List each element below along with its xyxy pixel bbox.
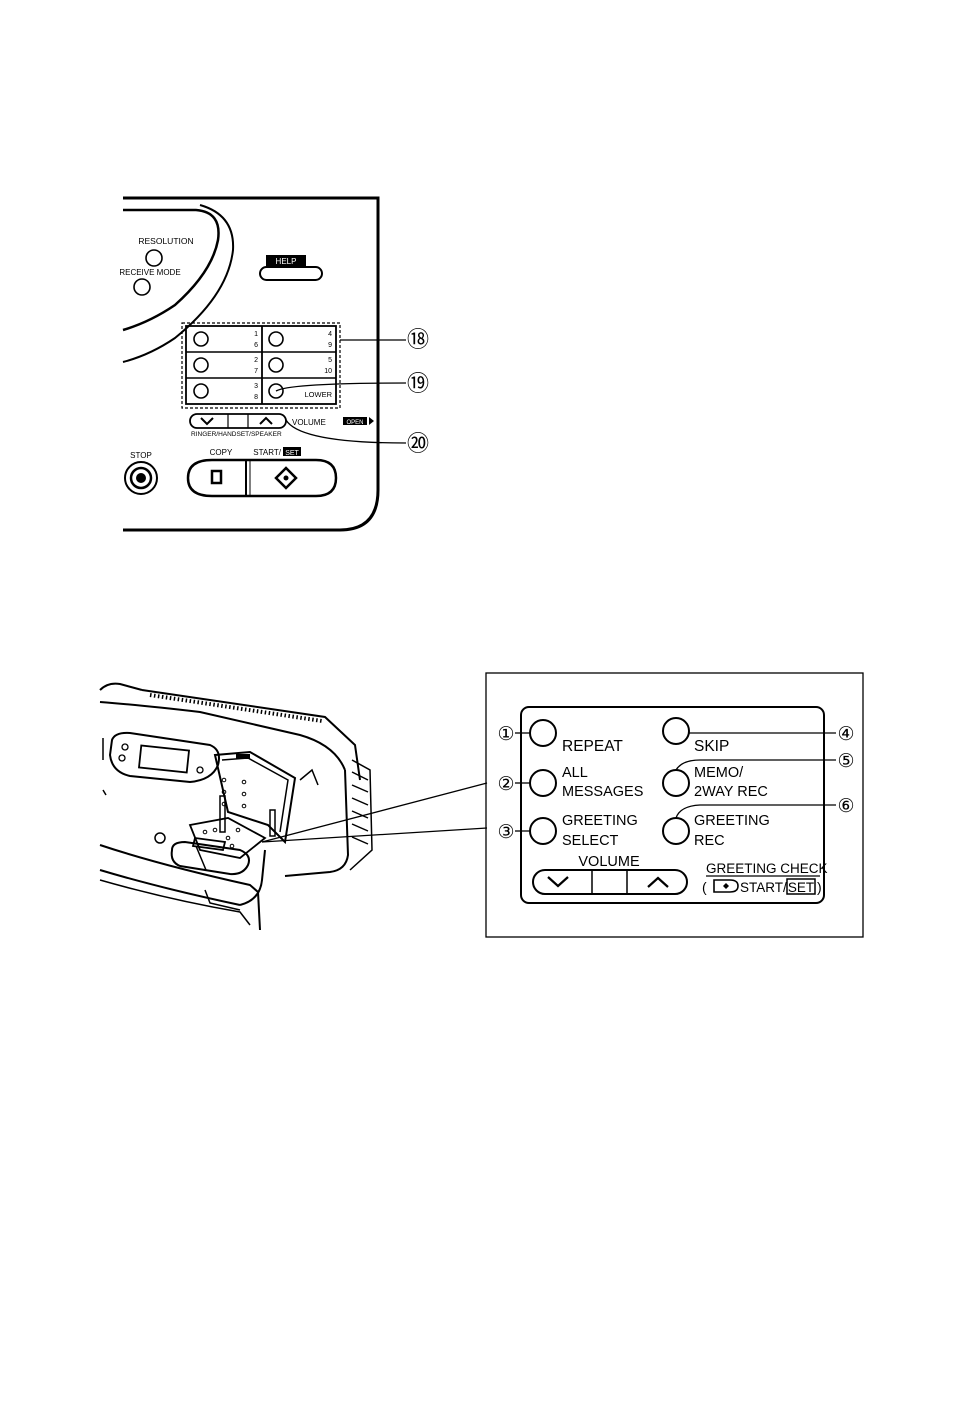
callout-20: ⑳ <box>407 431 429 456</box>
svg-text:7: 7 <box>254 368 258 375</box>
station-button-3-8[interactable]: 3 8 <box>194 383 258 401</box>
start-label: START/ <box>253 448 281 457</box>
close-paren: ) <box>817 879 822 895</box>
callout-5: ⑤ <box>837 751 854 772</box>
svg-text:5: 5 <box>328 357 332 364</box>
callout-1: ① <box>497 724 514 745</box>
volume-up-icon-bottom[interactable] <box>648 878 668 887</box>
ringer-label: RINGER/HANDSET/SPEAKER <box>191 431 282 438</box>
svg-text:6: 6 <box>254 342 258 349</box>
svg-text:4: 4 <box>328 331 332 338</box>
callout-2: ② <box>497 774 514 795</box>
repeat-label: REPEAT <box>562 738 623 755</box>
callout-19: ⑲ <box>407 371 429 396</box>
svg-text:10: 10 <box>324 368 332 375</box>
callout-18: ⑱ <box>407 327 429 352</box>
greeting-select-button[interactable] <box>530 818 556 844</box>
set-label: SET <box>285 450 299 457</box>
svg-text:9: 9 <box>328 342 332 349</box>
svg-text:LOWER: LOWER <box>304 390 332 399</box>
station-button-1-6[interactable]: 1 6 <box>194 331 258 349</box>
svg-text:8: 8 <box>254 394 258 401</box>
help-button[interactable] <box>260 267 322 280</box>
station-button-5-10[interactable]: 5 10 <box>269 357 332 375</box>
callout-6: ⑥ <box>837 796 854 817</box>
greeting-select-label-2: SELECT <box>562 833 619 849</box>
start-button[interactable] <box>276 468 296 488</box>
receive-mode-button[interactable] <box>134 279 150 295</box>
callout-4: ④ <box>837 724 854 745</box>
fax-machine-illustration <box>100 684 487 930</box>
open-label: OPEN <box>346 420 363 426</box>
greeting-rec-button[interactable] <box>663 818 689 844</box>
memo-label-1: MEMO/ <box>694 765 744 781</box>
repeat-button[interactable] <box>530 720 556 746</box>
volume-up-icon[interactable] <box>260 418 272 424</box>
fax-control-panel-closeup: RESOLUTION RECEIVE MODE HELP 1 6 4 9 2 7 <box>119 198 429 530</box>
zoom-line-bottom <box>262 828 487 842</box>
resolution-button[interactable] <box>146 250 162 266</box>
greeting-select-label-1: GREETING <box>562 813 638 829</box>
stop-button[interactable] <box>125 462 157 494</box>
greeting-check-label: GREETING CHECK <box>706 861 828 876</box>
all-messages-label-2: MESSAGES <box>562 784 643 800</box>
all-messages-button[interactable] <box>530 770 556 796</box>
answering-machine-panel: REPEAT ALL MESSAGES GREETING SELECT SKIP… <box>486 673 863 937</box>
copy-start-button-housing <box>188 460 336 496</box>
start-key-icon <box>714 880 738 892</box>
volume-down-icon[interactable] <box>201 418 213 424</box>
skip-label: SKIP <box>694 738 729 755</box>
greeting-rec-label-2: REC <box>694 833 725 849</box>
svg-text:1: 1 <box>254 331 258 338</box>
svg-text:2: 2 <box>254 357 258 364</box>
volume-label-bottom: VOLUME <box>578 854 640 870</box>
bezel-curve-outer <box>123 205 233 362</box>
svg-text:3: 3 <box>254 383 258 390</box>
volume-down-icon-bottom[interactable] <box>548 877 568 886</box>
memo-2way-rec-button[interactable] <box>663 770 689 796</box>
copy-label: COPY <box>210 448 233 457</box>
receive-mode-label: RECEIVE MODE <box>119 268 180 277</box>
open-arrow-icon <box>369 417 374 425</box>
help-label: HELP <box>276 257 297 266</box>
copy-button[interactable] <box>212 471 221 483</box>
zoom-line-top <box>262 783 487 842</box>
skip-button[interactable] <box>663 718 689 744</box>
volume-label: VOLUME <box>292 418 326 427</box>
station-button-2-7[interactable]: 2 7 <box>194 357 258 375</box>
greeting-rec-label-1: GREETING <box>694 813 770 829</box>
stop-label: STOP <box>130 451 152 460</box>
callout-line-19 <box>276 383 406 391</box>
station-button-4-9[interactable]: 4 9 <box>269 331 332 349</box>
open-paren: ( <box>702 879 707 895</box>
resolution-label: RESOLUTION <box>138 236 193 246</box>
all-messages-label-1: ALL <box>562 765 588 781</box>
set-label-bottom: SET <box>788 880 814 895</box>
start-label-bottom: START/ <box>740 880 787 895</box>
callout-3: ③ <box>497 822 514 843</box>
memo-label-2: 2WAY REC <box>694 784 768 800</box>
